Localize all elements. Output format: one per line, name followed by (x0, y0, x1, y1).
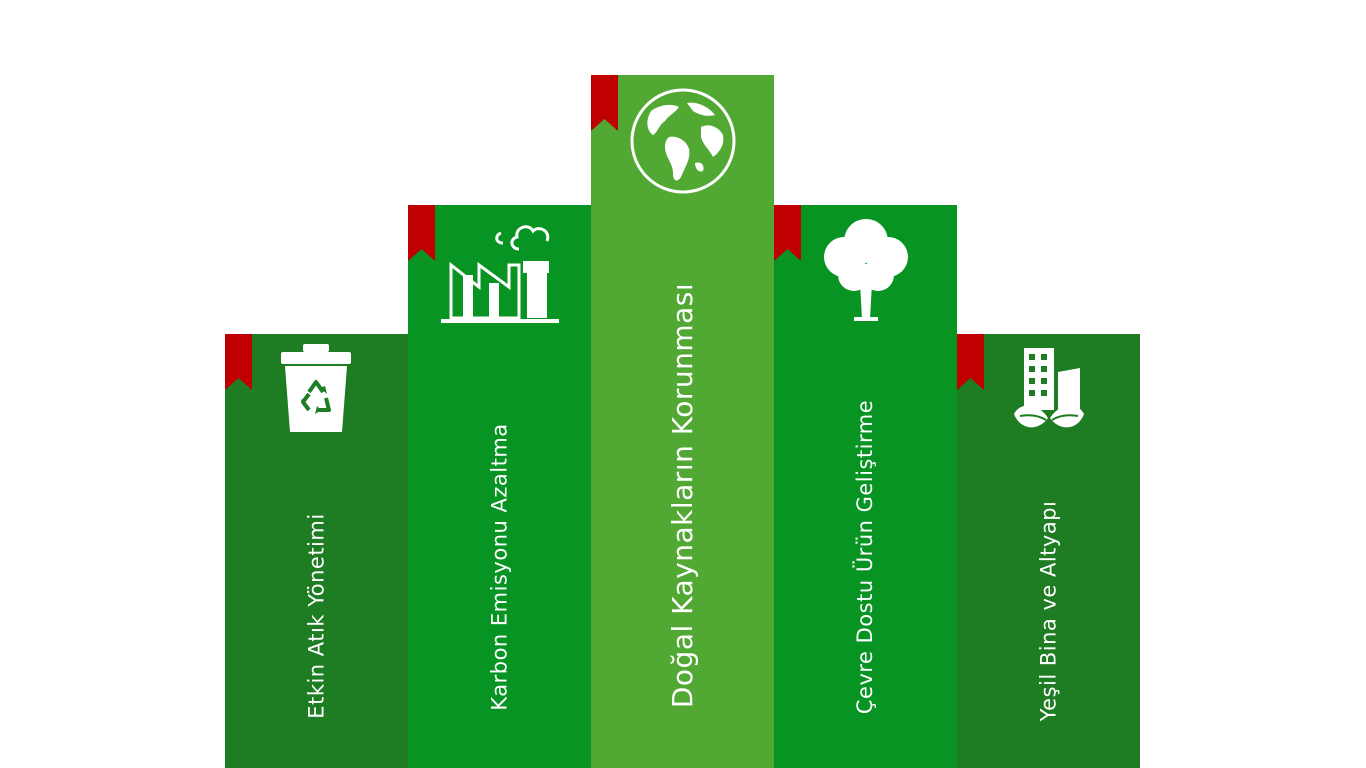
column-green-building: Yeşil Bina ve Altyapı (957, 334, 1140, 768)
column-carbon-emission: Karbon Emisyonu Azaltma (408, 205, 591, 768)
column-eco-product: Çevre Dostu Ürün Geliştirme (774, 205, 957, 768)
column-label: Çevre Dostu Ürün Geliştirme (853, 399, 878, 714)
globe-icon (629, 87, 737, 195)
bookmark-ribbon (591, 75, 618, 131)
label-container: Etkin Atık Yönetimi (225, 464, 408, 768)
column-label: Doğal Kaynakların Korunması (666, 282, 700, 709)
column-waste-management: Etkin Atık Yönetimi (225, 334, 408, 768)
column-natural-resources: Doğal Kaynakların Korunması (591, 75, 774, 768)
label-container: Karbon Emisyonu Azaltma (408, 365, 591, 768)
factory-emission-icon (439, 213, 563, 328)
recycle-bin-icon (279, 344, 353, 436)
bookmark-ribbon (408, 205, 435, 261)
column-label: Etkin Atık Yönetimi (304, 513, 329, 719)
tree-icon (820, 217, 912, 323)
bookmark-ribbon (957, 334, 984, 390)
label-container: Yeşil Bina ve Altyapı (957, 454, 1140, 768)
column-label: Karbon Emisyonu Azaltma (487, 422, 512, 711)
bookmark-ribbon (225, 334, 252, 390)
column-label: Yeşil Bina ve Altyapı (1036, 500, 1061, 722)
label-container: Doğal Kaynakların Korunması (591, 223, 774, 768)
bookmark-ribbon (774, 205, 801, 261)
green-building-icon (1010, 342, 1088, 438)
label-container: Çevre Dostu Ürün Geliştirme (774, 345, 957, 768)
